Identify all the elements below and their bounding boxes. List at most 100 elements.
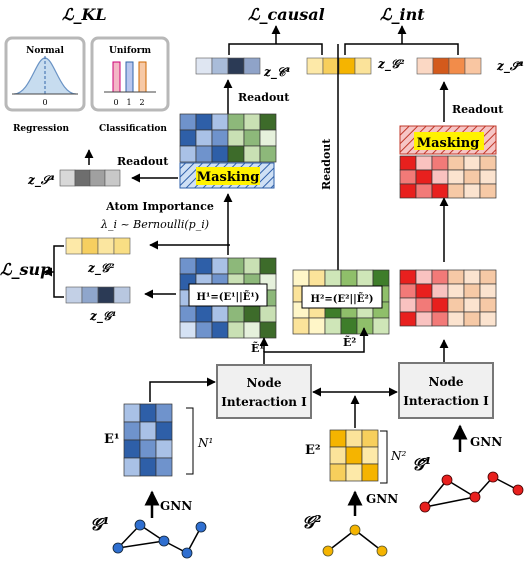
- vector-cell: [244, 58, 260, 74]
- z-g2-top-label: z_𝒢²: [377, 57, 405, 72]
- node-interaction-2-line1: Node: [429, 375, 464, 389]
- loss-kl: ℒ_KL: [62, 5, 107, 24]
- matrix-cell: [260, 322, 276, 338]
- matrix-cell: [212, 130, 228, 146]
- uniform-tick-0: 0: [113, 98, 118, 107]
- matrix-cell: [212, 146, 228, 162]
- z-g1-left-label: z_𝒢¹: [89, 309, 117, 324]
- e1-tilde-label: Ẽ¹: [251, 341, 264, 355]
- matrix-cell: [140, 440, 156, 458]
- matrix-cell: [448, 270, 464, 284]
- matrix-cell: [228, 322, 244, 338]
- matrix-cell: [309, 318, 325, 334]
- gnn-label-3: GNN: [470, 435, 502, 449]
- gnn-label-2: GNN: [366, 492, 398, 506]
- loss-causal: ℒ_causal: [248, 5, 325, 24]
- matrix-cell: [400, 284, 416, 298]
- matrix-cell: [325, 318, 341, 334]
- z-s1-left-vector: [60, 170, 120, 186]
- matrix-cell: [244, 258, 260, 274]
- vector-cell: [90, 170, 105, 186]
- matrix-cell: [228, 258, 244, 274]
- matrix-cell: [309, 270, 325, 286]
- graph1-tilde-nodes: [420, 472, 523, 512]
- matrix-cell: [416, 284, 432, 298]
- matrix-cell: [464, 270, 480, 284]
- vector-cell: [307, 58, 323, 74]
- loss-sup: ℒ_sup: [0, 260, 51, 279]
- matrix-cell: [400, 156, 416, 170]
- normal-title: Normal: [26, 46, 64, 56]
- vector-cell: [98, 287, 114, 303]
- uniform-title: Uniform: [109, 46, 151, 56]
- matrix-cell: [346, 447, 362, 464]
- matrix-cell: [156, 422, 172, 440]
- e1-matrix: [124, 404, 172, 476]
- matrix-cell: [325, 270, 341, 286]
- vector-cell: [75, 170, 90, 186]
- matrix-cell: [400, 170, 416, 184]
- e2-matrix: [330, 430, 378, 481]
- vector-cell: [82, 238, 98, 254]
- readout-label-4: Readout: [320, 138, 333, 190]
- z-g2-left-vector: [66, 238, 130, 254]
- uniform-prior: Uniform 0 1 2: [92, 38, 168, 110]
- masking-label-1: Masking: [197, 170, 260, 185]
- n1-label: N¹: [197, 436, 213, 450]
- matrix-cell: [357, 318, 373, 334]
- node-interaction-1-line1: Node: [247, 376, 282, 390]
- matrix-cell: [362, 464, 378, 481]
- node-interaction-1-line2: Interaction I: [221, 395, 307, 409]
- matrix-cell: [260, 306, 276, 322]
- matrix-cell: [464, 312, 480, 326]
- loss-int: ℒ_int: [380, 5, 425, 24]
- z-s1-left-label: z_𝒮¹: [27, 173, 55, 188]
- matrix-cell: [432, 156, 448, 170]
- matrix-cell: [260, 146, 276, 162]
- matrix-cell: [448, 298, 464, 312]
- matrix-cell: [432, 270, 448, 284]
- matrix-cell: [196, 306, 212, 322]
- matrix-cell: [293, 270, 309, 286]
- matrix-cell: [341, 270, 357, 286]
- matrix-cell: [464, 156, 480, 170]
- matrix-cell: [228, 306, 244, 322]
- h1-formula: H¹=(E¹||Ẽ¹): [197, 291, 260, 303]
- matrix-cell: [244, 130, 260, 146]
- matrix-cell: [416, 156, 432, 170]
- matrix-cell: [228, 146, 244, 162]
- vector-cell: [465, 58, 481, 74]
- matrix-cell: [432, 284, 448, 298]
- vector-cell: [433, 58, 449, 74]
- uniform-tick-1: 1: [126, 98, 131, 107]
- matrix-cell: [124, 458, 140, 476]
- matrix-cell: [480, 184, 496, 198]
- matrix-cell: [362, 447, 378, 464]
- matrix-cell: [432, 298, 448, 312]
- matrix-cell: [432, 170, 448, 184]
- matrix-cell: [448, 312, 464, 326]
- matrix-cell: [416, 170, 432, 184]
- vector-cell: [355, 58, 371, 74]
- matrix-cell: [244, 322, 260, 338]
- matrix-cell: [212, 322, 228, 338]
- e2-label: E²: [305, 443, 321, 458]
- vector-cell: [449, 58, 465, 74]
- vector-cell: [105, 170, 120, 186]
- readout-label-2: Readout: [452, 103, 504, 116]
- node-interaction-2-line2: Interaction I: [403, 394, 489, 408]
- e1-label: E¹: [104, 432, 120, 447]
- matrix-cell: [432, 184, 448, 198]
- vector-cell: [417, 58, 433, 74]
- bernoulli-label: λ_i ~ Bernoulli(p_i): [100, 218, 209, 231]
- matrix-cell: [244, 306, 260, 322]
- vector-cell: [212, 58, 228, 74]
- matrix-cell: [480, 284, 496, 298]
- z-g1-left-vector: [66, 287, 130, 303]
- matrix-cell: [140, 422, 156, 440]
- vector-cell: [114, 238, 130, 254]
- matrix-cell: [212, 258, 228, 274]
- matrix-cell: [156, 458, 172, 476]
- matrix-cell: [196, 114, 212, 130]
- matrix-cell: [180, 146, 196, 162]
